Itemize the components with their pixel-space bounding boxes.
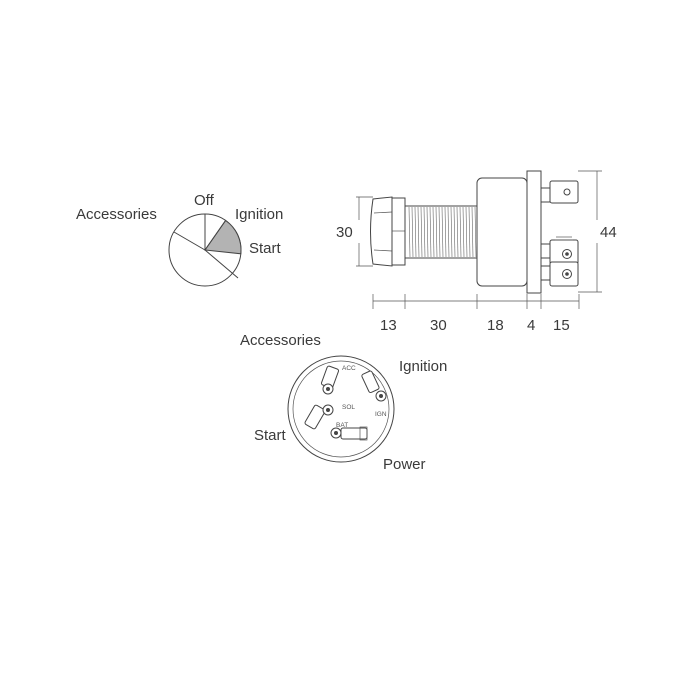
thread-line — [438, 206, 441, 258]
thread-line — [441, 206, 444, 258]
label-ignition-terminal: Ignition — [399, 358, 447, 375]
dim-15: 15 — [553, 317, 570, 334]
position-line-end — [204, 249, 239, 279]
thread-line — [423, 206, 426, 258]
thread-line — [459, 206, 462, 258]
thread-line — [465, 206, 468, 258]
rear-inner-ring — [292, 360, 390, 458]
terminal-label-bat: BAT — [336, 422, 348, 429]
label-off-position: Off — [194, 192, 215, 209]
thread-line — [432, 206, 435, 258]
thread-line — [468, 206, 471, 258]
thread-line — [447, 206, 450, 258]
terminal-label-sol: SOL — [342, 404, 355, 411]
thread-line — [426, 206, 429, 258]
label-start-position: Start — [249, 240, 282, 257]
terminal-bat — [330, 426, 368, 441]
terminal-spade-middle — [540, 239, 579, 265]
thread-line — [435, 206, 438, 258]
thread-line — [420, 206, 423, 258]
thread-line — [417, 206, 420, 258]
label-start-terminal: Start — [254, 427, 287, 444]
thread-line — [429, 206, 432, 258]
thread-line — [462, 206, 465, 258]
terminal-label-acc: ACC — [342, 365, 356, 372]
dim-4: 4 — [527, 317, 535, 334]
thread-line — [471, 206, 474, 258]
front-nut — [370, 196, 393, 267]
dim-18: 18 — [487, 317, 504, 334]
label-accessories-terminal: Accessories — [240, 332, 321, 349]
threaded-bush — [404, 205, 478, 259]
terminal-spade-bottom — [540, 261, 579, 287]
rear-cap — [526, 170, 542, 294]
thread-line — [453, 206, 456, 258]
dim-30: 30 — [430, 317, 447, 334]
position-chart: Accessories Off Ignition Start — [76, 192, 283, 287]
position-line-ignition — [204, 220, 227, 251]
label-power-terminal: Power — [383, 456, 426, 473]
label-ignition-position: Ignition — [235, 206, 283, 223]
switch-body — [476, 177, 528, 287]
terminal-ign — [361, 370, 387, 402]
switch-rear-view: ACC SOL IGN BAT Accessories Ignition Sta… — [240, 332, 447, 473]
thread-line — [474, 206, 477, 258]
rear-outer-ring — [287, 355, 395, 463]
dim-height-30: 30 — [336, 224, 353, 241]
terminal-acc — [321, 365, 339, 395]
dim-height-44: 44 — [600, 224, 617, 241]
thread-line — [456, 206, 459, 258]
terminal-sol — [304, 404, 334, 430]
terminal-label-ign: IGN — [375, 411, 387, 418]
thread-line — [414, 206, 417, 258]
thread-line — [450, 206, 453, 258]
terminal-spade-top — [540, 180, 579, 204]
thread-line — [411, 206, 414, 258]
threads — [408, 206, 477, 258]
position-line-accessories — [173, 231, 206, 251]
switch-side-view: 30 44 13 30 18 4 15 — [336, 170, 617, 334]
thread-line — [408, 206, 411, 258]
flange — [391, 197, 406, 266]
dim-13: 13 — [380, 317, 397, 334]
thread-line — [444, 206, 447, 258]
label-accessories-position: Accessories — [76, 206, 157, 223]
